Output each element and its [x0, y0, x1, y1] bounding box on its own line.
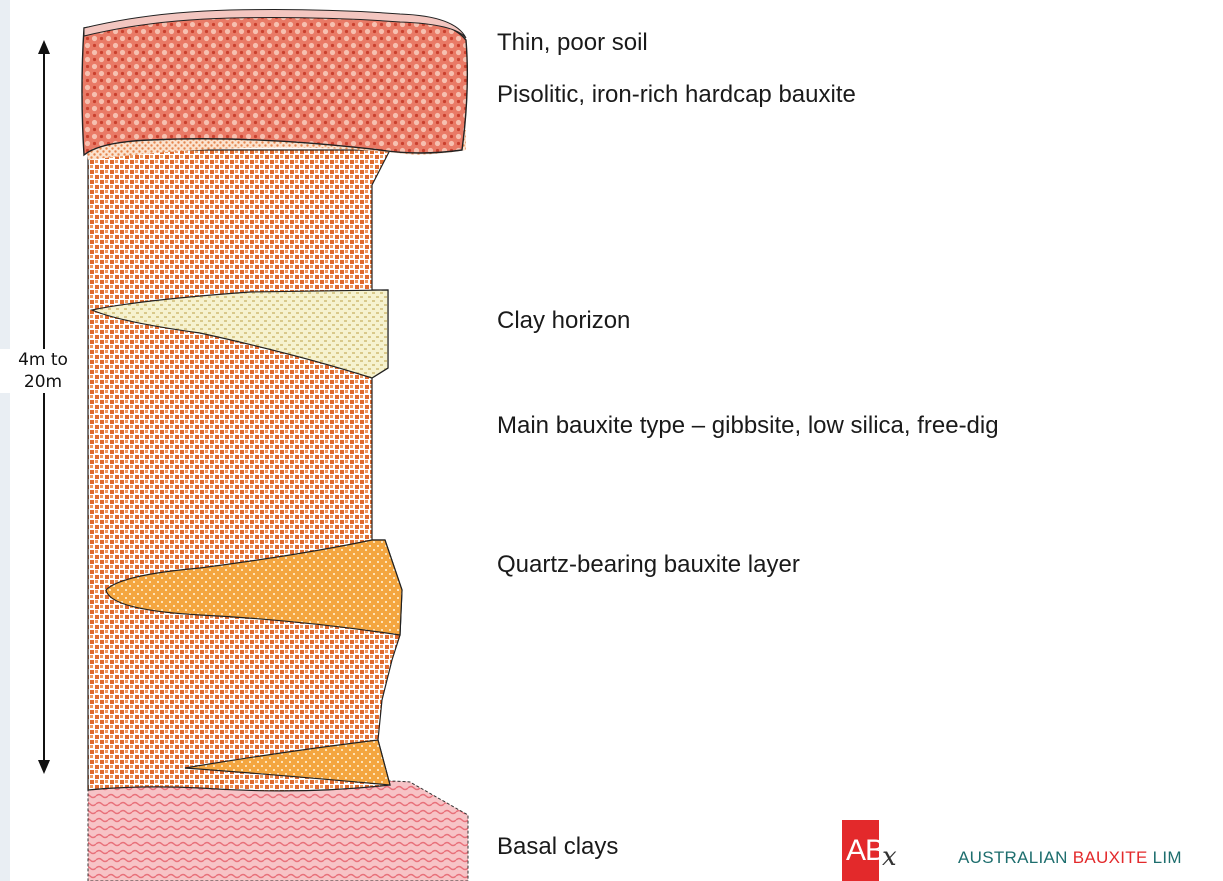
- label-clay-horizon: Clay horizon: [497, 307, 630, 335]
- company-name-word1: AUSTRALIAN: [958, 848, 1068, 867]
- company-name-word3: LIM: [1153, 848, 1182, 867]
- label-soil: Thin, poor soil: [497, 29, 648, 57]
- depth-arrow-bottom-head: [38, 760, 50, 774]
- company-logo-suffix: x: [882, 842, 897, 872]
- company-logo-mark: AB: [842, 820, 879, 881]
- company-name: AUSTRALIAN BAUXITE LIM: [958, 848, 1182, 868]
- hardcap-bauxite-layer: [82, 14, 467, 156]
- depth-range-line2: 20m: [0, 371, 86, 393]
- basal-clays-layer: [88, 781, 468, 881]
- label-basal-clays: Basal clays: [497, 833, 618, 861]
- company-name-word2: BAUXITE: [1073, 848, 1148, 867]
- label-main-bauxite: Main bauxite type – gibbsite, low silica…: [497, 412, 999, 440]
- depth-range-line1: 4m to: [0, 349, 86, 371]
- main-bauxite-column: [88, 150, 402, 791]
- depth-arrow-top-head: [38, 40, 50, 54]
- label-quartz-layer: Quartz-bearing bauxite layer: [497, 551, 800, 579]
- depth-range-label: 4m to 20m: [0, 349, 86, 393]
- label-hardcap: Pisolitic, iron-rich hardcap bauxite: [497, 81, 856, 109]
